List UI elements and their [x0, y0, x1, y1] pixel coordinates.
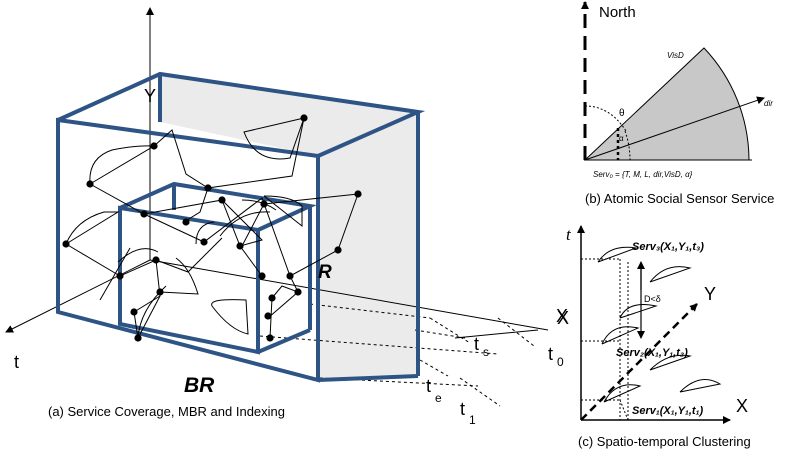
- t1-label: t 1: [460, 399, 476, 427]
- caption-a: (a) Service Coverage, MBR and Indexing: [48, 404, 285, 419]
- x-axis-label: X: [557, 308, 569, 328]
- service-points: [62, 114, 362, 342]
- t-axis-label: t: [14, 352, 19, 372]
- c-y-axis: [580, 303, 698, 421]
- svg-text:t: t: [426, 376, 431, 396]
- visd-label: VisD: [667, 51, 684, 60]
- svg-text:t: t: [474, 334, 479, 354]
- svg-text:0: 0: [557, 355, 564, 369]
- r-label: R: [318, 262, 332, 283]
- ts-label: t s: [474, 334, 489, 359]
- theta-label: θ: [619, 108, 625, 119]
- serv0-formula: Serv₀ = {T, M, L, dir,VisD, α}: [593, 170, 693, 179]
- c-t-label: t: [566, 225, 572, 244]
- br-label: BR: [184, 374, 215, 397]
- axis-extension: [454, 329, 539, 339]
- caption-c: (c) Spatio-temporal Clustering: [578, 434, 751, 449]
- svg-text:e: e: [435, 391, 442, 405]
- t0-label: t 0: [548, 344, 564, 369]
- panel-c: t X X Y Serv₃(X₁,Y₁,t₃) Serv₂(X₁,Y₁,t₂) …: [556, 225, 751, 449]
- north-label: North: [599, 4, 636, 21]
- serv2-label: Serv₂(X₁,Y₁,t₂): [616, 347, 688, 359]
- alpha-label: α: [619, 134, 624, 143]
- panel-b: North VisD dir θ α Serv₀ = {T, M, L, dir…: [581, 1, 774, 206]
- c-guides: [581, 258, 629, 421]
- t-axis: [5, 259, 151, 333]
- panel-a: Y t X R BR t 0 t s t e t 1 (a) Service C…: [5, 7, 569, 427]
- serv1-label: Serv₁(X₁,Y₁,t₁): [632, 405, 703, 417]
- c-x-label: X: [736, 396, 748, 416]
- svg-text:t: t: [460, 399, 465, 419]
- c-sectors: [597, 246, 722, 403]
- te-label: t e: [426, 376, 442, 405]
- svg-text:s: s: [483, 345, 489, 359]
- outer-box: [56, 71, 426, 383]
- svg-text:t: t: [548, 344, 553, 364]
- dir-arrow: [584, 96, 765, 161]
- dir-label: dir: [764, 99, 773, 108]
- outer-box-shade: [160, 74, 418, 380]
- svg-text:1: 1: [469, 413, 476, 427]
- theta-arc: [584, 105, 627, 132]
- x-axis: [149, 259, 549, 331]
- c-x-left-label: X: [556, 306, 568, 326]
- serv3-label: Serv₃(X₁,Y₁,t₃): [632, 241, 704, 253]
- delta-label: D<δ: [644, 294, 661, 304]
- y-axis-label: Y: [144, 86, 156, 106]
- visd-sector: [583, 47, 750, 161]
- caption-b: (b) Atomic Social Sensor Service: [585, 191, 774, 206]
- c-y-label: Y: [704, 284, 716, 304]
